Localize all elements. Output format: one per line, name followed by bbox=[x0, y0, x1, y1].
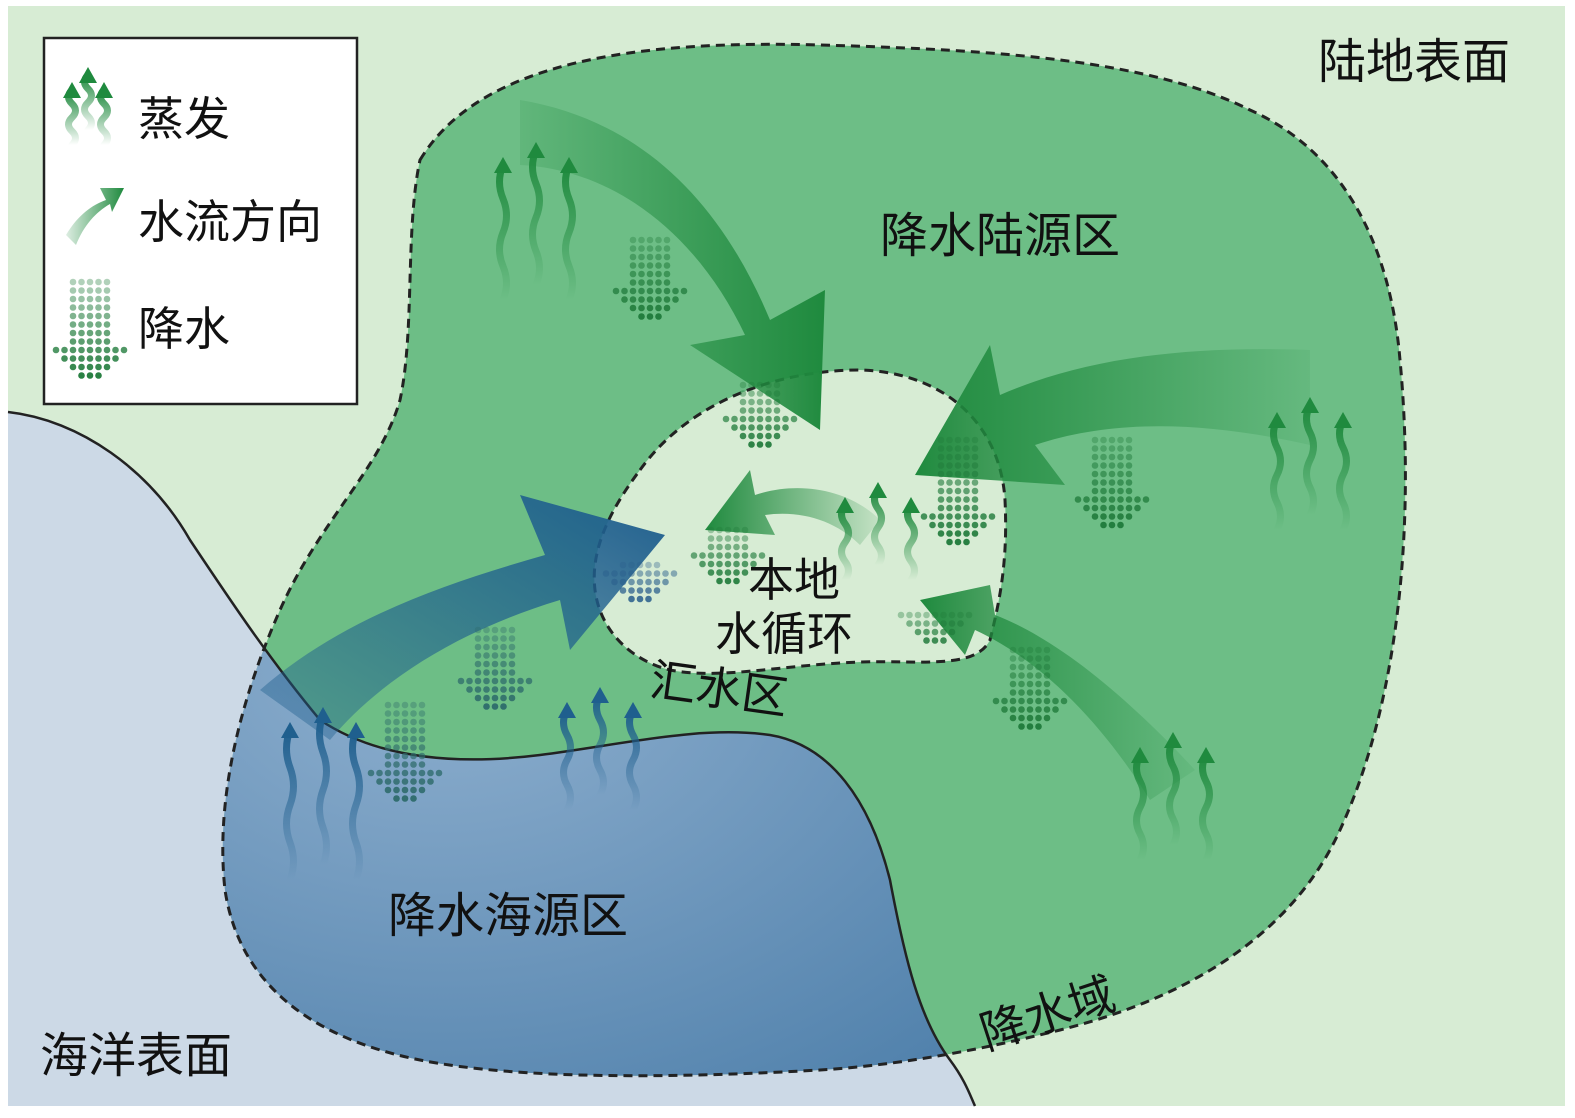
precip-north-catchment bbox=[722, 381, 798, 448]
evap-ocean-west-2 bbox=[316, 711, 330, 869]
precip-coast bbox=[457, 626, 533, 710]
flow-arrow-local bbox=[705, 470, 880, 545]
evap-local-3 bbox=[904, 501, 918, 584]
evap-east-1 bbox=[1270, 416, 1284, 534]
evap-ocean-west-1-tip bbox=[281, 722, 299, 738]
precip-east-catchment bbox=[920, 436, 996, 546]
precip-local bbox=[690, 526, 766, 585]
precip-southeast bbox=[992, 646, 1068, 730]
evaporation-arrows bbox=[281, 142, 1352, 884]
evaporation-icon bbox=[63, 67, 113, 149]
evap-ocean-center-3-tip bbox=[624, 702, 642, 718]
evap-ocean-center-3 bbox=[626, 706, 640, 814]
precip-domain-boundary bbox=[221, 42, 1407, 1078]
label-local-cycle-line1: 本地 bbox=[748, 553, 840, 607]
evap-northwest-2-tip bbox=[527, 142, 545, 158]
evap-ocean-center-1 bbox=[560, 706, 574, 814]
legend-label-evaporation: 蒸发 bbox=[138, 92, 230, 146]
legend-evap-3 bbox=[97, 86, 111, 149]
coastline bbox=[7, 410, 977, 1107]
evap-east-2-tip bbox=[1301, 397, 1319, 413]
evap-southeast-3 bbox=[1199, 751, 1213, 864]
label-land-surface: 陆地表面 bbox=[1318, 34, 1510, 90]
evap-ocean-west-3-tip bbox=[347, 722, 365, 738]
precipitation-icon bbox=[52, 278, 128, 379]
evap-northwest-2 bbox=[529, 146, 543, 289]
evap-ocean-center-2-tip bbox=[591, 687, 609, 703]
evap-ocean-center-1-tip bbox=[558, 702, 576, 718]
precip-small-southeast bbox=[897, 611, 973, 644]
precip-ocean-catchment bbox=[602, 561, 678, 603]
evap-southeast-3-tip bbox=[1197, 747, 1215, 763]
label-ocean-source-region: 降水海源区 bbox=[388, 888, 628, 944]
evap-southeast-2 bbox=[1166, 736, 1180, 849]
flow-arrow-east bbox=[915, 345, 1310, 485]
label-ocean-surface: 海洋表面 bbox=[40, 1028, 232, 1084]
evap-east-2 bbox=[1303, 401, 1317, 519]
evap-local-1 bbox=[838, 501, 852, 584]
evap-southeast-2-tip bbox=[1164, 732, 1182, 748]
label-land-source-region: 降水陆源区 bbox=[880, 208, 1120, 264]
flow-arrow-southeast bbox=[920, 585, 1195, 800]
evap-northwest-1 bbox=[496, 161, 510, 304]
evap-ocean-west-1 bbox=[283, 726, 297, 884]
precipitation-arrows bbox=[367, 236, 1150, 802]
ocean-source-region bbox=[222, 412, 975, 1076]
precip-northwest bbox=[612, 236, 688, 320]
evap-ocean-west-2-tip bbox=[314, 707, 332, 723]
evap-northwest-3-tip bbox=[560, 157, 578, 173]
evap-southeast-1 bbox=[1133, 751, 1147, 864]
flow-direction-icon bbox=[66, 188, 124, 245]
precip-ocean-west bbox=[367, 701, 443, 802]
evap-local-2 bbox=[871, 486, 885, 569]
legend-label-precipitation: 降水 bbox=[138, 302, 230, 356]
evap-northwest-1-tip bbox=[494, 157, 512, 173]
evap-northwest-3 bbox=[562, 161, 576, 304]
evap-local-2-tip bbox=[869, 482, 887, 498]
evap-ocean-center-2 bbox=[593, 691, 607, 799]
evap-southeast-1-tip bbox=[1131, 747, 1149, 763]
legend-evap-1-tip bbox=[63, 82, 81, 98]
evap-ocean-west-3 bbox=[349, 726, 363, 884]
flow-arrow-ocean bbox=[260, 495, 665, 740]
precip-east bbox=[1074, 436, 1150, 529]
evap-local-3-tip bbox=[902, 497, 920, 513]
evap-east-1-tip bbox=[1268, 412, 1286, 428]
legend-precip-dots bbox=[52, 278, 128, 379]
evap-east-3-tip bbox=[1334, 412, 1352, 428]
legend-evap-3-tip bbox=[95, 82, 113, 98]
flow-arrow-northwest bbox=[520, 100, 825, 430]
catchment-region bbox=[592, 368, 1008, 675]
evap-east-3 bbox=[1336, 416, 1350, 534]
legend-evap-1 bbox=[65, 86, 79, 149]
label-local-cycle-line2: 水循环 bbox=[715, 607, 853, 661]
legend-evap-2 bbox=[81, 71, 95, 134]
legend-label-flow-direction: 水流方向 bbox=[138, 195, 322, 249]
legend-evap-2-tip bbox=[79, 67, 97, 83]
evap-local-1-tip bbox=[836, 497, 854, 513]
